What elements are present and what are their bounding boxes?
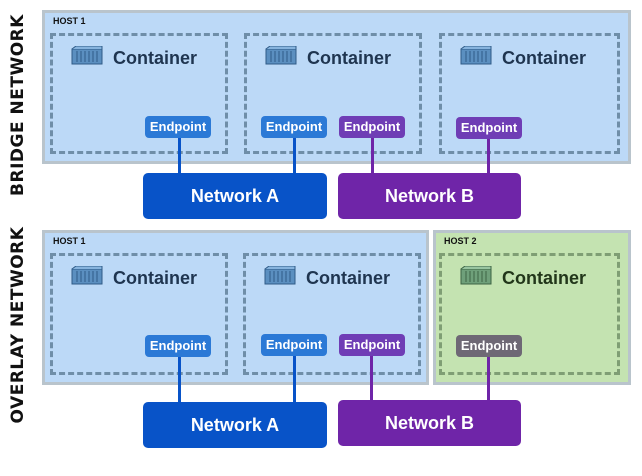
network-a-box: Network A (143, 173, 327, 219)
container-box: Container (243, 253, 421, 375)
network-b-box: Network B (338, 173, 521, 219)
container-box: Container (439, 253, 620, 375)
link-line (178, 137, 181, 173)
container-icon (460, 45, 502, 71)
host-label: HOST 1 (53, 236, 86, 246)
container-title: Container (307, 48, 392, 68)
endpoint-badge: Endpoint (339, 334, 405, 356)
container-icon (71, 45, 113, 71)
endpoint-badge: Endpoint (339, 116, 405, 138)
endpoint-badge: Endpoint (261, 116, 327, 138)
container-icon (264, 265, 306, 291)
overlay-network-label: OVERLAY NETWORK (8, 226, 28, 424)
link-line (487, 137, 490, 173)
network-a-box: Network A (143, 402, 327, 448)
endpoint-badge: Endpoint (145, 335, 211, 357)
container-box: Container (50, 253, 228, 375)
container-box: Container (439, 33, 620, 154)
link-line (293, 356, 296, 402)
endpoint-badge: Endpoint (145, 116, 211, 138)
container-box: Container (50, 33, 228, 154)
container-title: Container (502, 48, 587, 68)
container-title: Container (113, 48, 198, 68)
endpoint-badge: Endpoint (261, 334, 327, 356)
container-title: Container (113, 268, 198, 288)
link-line (178, 356, 181, 402)
bridge-network-label: BRIDGE NETWORK (8, 14, 28, 196)
host-label: HOST 1 (53, 16, 86, 26)
link-line (370, 356, 373, 402)
container-icon (71, 265, 113, 291)
container-title: Container (502, 268, 587, 288)
endpoint-badge: Endpoint (456, 117, 522, 139)
endpoint-badge: Endpoint (456, 335, 522, 357)
link-line (293, 137, 296, 173)
link-line (371, 137, 374, 173)
container-icon (460, 265, 502, 291)
container-title: Container (306, 268, 391, 288)
container-icon (265, 45, 307, 71)
container-box: Container (244, 33, 422, 154)
network-b-box: Network B (338, 400, 521, 446)
link-line (487, 356, 490, 402)
host-label: HOST 2 (444, 236, 477, 246)
